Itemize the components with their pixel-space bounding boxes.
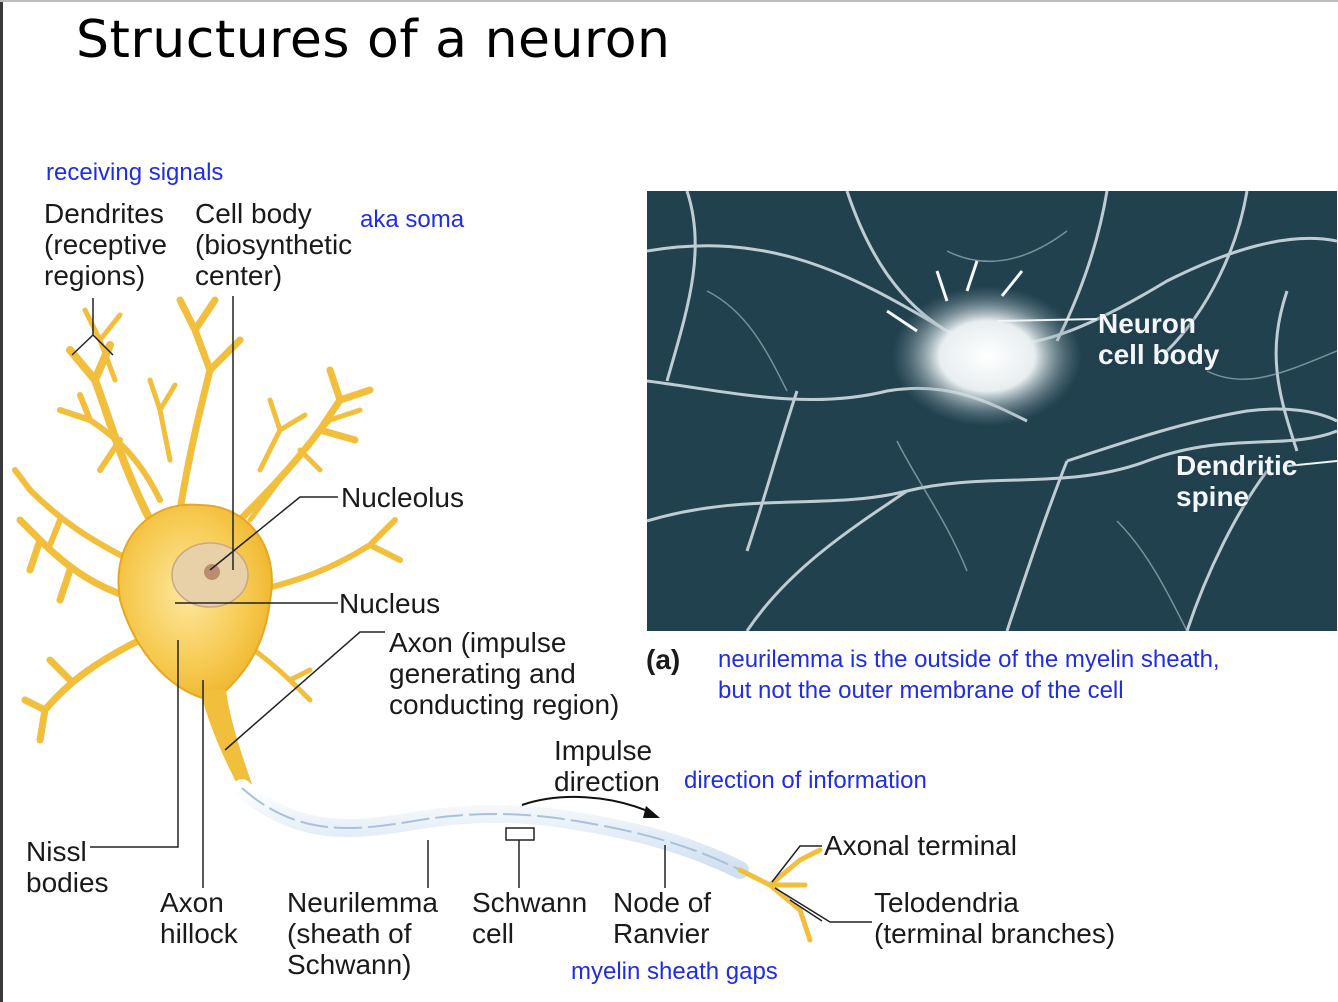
micrograph-label-dendritic-spine: Dendritic spine — [1176, 450, 1298, 512]
neuron-cell-body-pointer — [996, 318, 1098, 322]
dendrite-branches — [12, 296, 403, 744]
label-nucleus: Nucleus — [339, 588, 441, 619]
axon-hillock-shape — [200, 690, 252, 790]
neuron-micrograph-image — [647, 191, 1337, 631]
note-receiving-signals: receiving signals — [46, 159, 224, 186]
label-panel-a: (a) — [646, 644, 681, 675]
label-dendrites: Dendrites (receptive regions) — [44, 198, 167, 291]
label-cell-body: Cell body (biosynthetic center) — [195, 198, 353, 291]
label-schwann-cell: Schwann cell — [472, 887, 588, 949]
label-impulse-direction: Impulse direction — [554, 735, 660, 797]
impulse-direction-arrow — [521, 795, 651, 813]
nucleolus-shape — [204, 564, 220, 580]
label-nissl-bodies: Nissl bodies — [26, 836, 109, 898]
leader-lines — [71, 296, 872, 923]
left-border — [0, 0, 3, 1002]
micrograph-cell-body — [892, 286, 1082, 426]
label-axon: Axon (impulse generating and conducting … — [389, 627, 620, 720]
top-border — [0, 0, 1338, 2]
note-direction-of-information: direction of information — [684, 767, 927, 794]
label-nucleolus: Nucleolus — [341, 482, 464, 513]
telodendria-branches — [737, 847, 823, 943]
micrograph-label-neuron-cell-body: Neuron cell body — [1098, 308, 1220, 370]
note-myelin-sheath-gaps: myelin sheath gaps — [571, 958, 778, 985]
note-aka-soma: aka soma — [360, 206, 465, 233]
label-axon-hillock: Axon hillock — [160, 887, 238, 949]
dendritic-spine-pointer — [1286, 460, 1337, 467]
slide-title: Structures of a neuron — [76, 10, 671, 70]
label-telodendria: Telodendria (terminal branches) — [874, 887, 1116, 949]
label-axonal-terminal: Axonal terminal — [824, 830, 1017, 861]
label-node-of-ranvier: Node of Ranvier — [613, 887, 712, 949]
note-neurilemma: neurilemma is the outside of the myelin … — [718, 646, 1220, 704]
label-neurilemma: Neurilemma (sheath of Schwann) — [287, 887, 438, 980]
